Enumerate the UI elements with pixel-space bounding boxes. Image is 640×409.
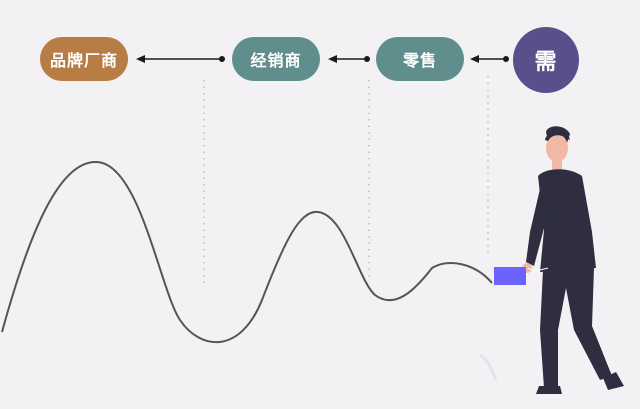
node-dealer: 经销商 xyxy=(232,37,320,81)
arrow-retail-to-dealer xyxy=(328,55,370,63)
node-demand: 需 xyxy=(513,27,579,93)
person-illustration xyxy=(479,126,624,394)
arrow-dealer-to-brand xyxy=(136,55,225,63)
node-brand-manufacturer: 品牌厂商 xyxy=(40,37,128,81)
node-dealer-label: 经销商 xyxy=(250,51,302,70)
bullwhip-wave-curve xyxy=(1,160,493,343)
arrow-demand-to-retail xyxy=(470,55,509,63)
node-retail-label: 零售 xyxy=(402,51,437,70)
order-box xyxy=(494,267,526,285)
node-brand-label: 品牌厂商 xyxy=(49,51,118,70)
node-retail: 零售 xyxy=(376,37,464,81)
node-demand-label: 需 xyxy=(534,49,558,75)
